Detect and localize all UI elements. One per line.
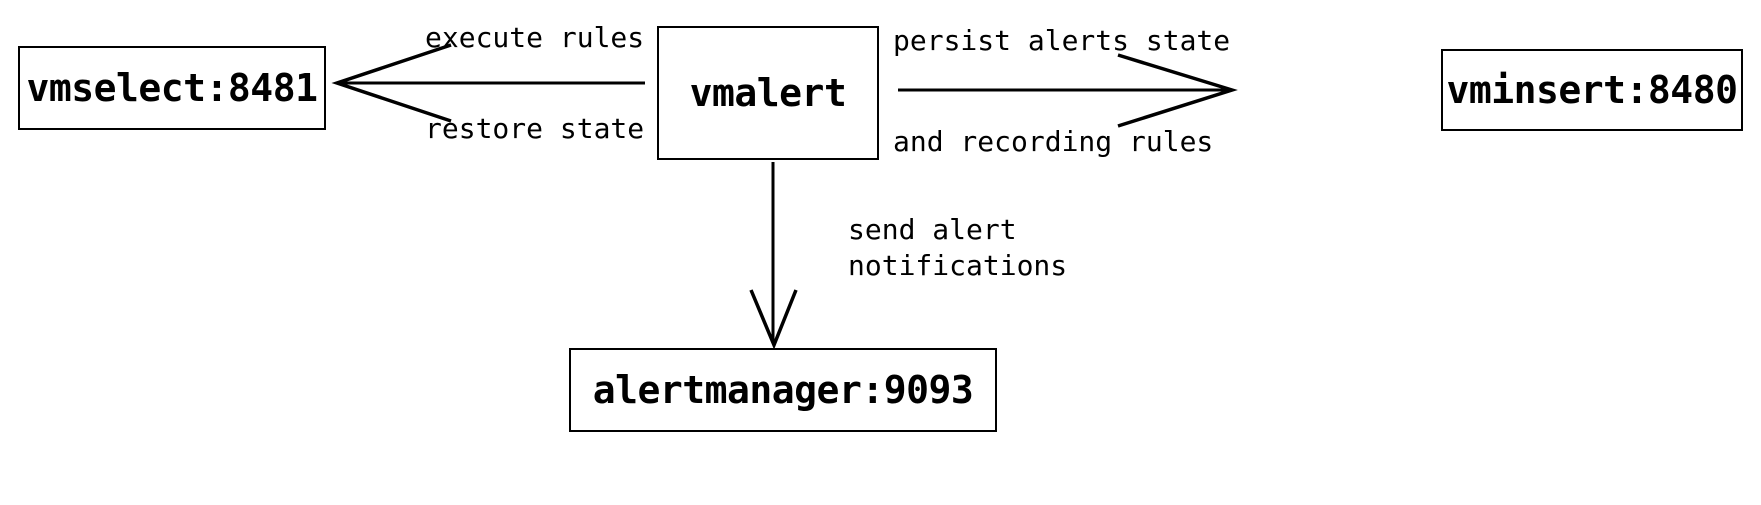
edge-label-and-recording-rules: and recording rules [893, 125, 1214, 158]
node-vmalert-label: vmalert [689, 71, 847, 115]
node-alertmanager[interactable]: alertmanager:9093 [569, 348, 997, 432]
edge-vmalert-to-alertmanager [749, 162, 798, 350]
node-vmselect[interactable]: vmselect:8481 [18, 46, 326, 130]
edge-label-execute-rules: execute rules [425, 21, 645, 54]
edge-label-send-alert-notifications: send alert notifications [848, 212, 1067, 284]
node-vmselect-label: vmselect:8481 [26, 66, 318, 110]
node-vmalert[interactable]: vmalert [657, 26, 879, 160]
node-alertmanager-label: alertmanager:9093 [592, 368, 974, 412]
node-vminsert[interactable]: vminsert:8480 [1441, 49, 1743, 131]
edge-vmalert-to-vminsert [898, 53, 1238, 128]
node-vminsert-label: vminsert:8480 [1446, 68, 1738, 112]
edge-label-restore-state: restore state [425, 112, 645, 145]
edge-label-send-alert-line2: notifications [848, 248, 1068, 282]
edge-label-persist-alerts-state: persist alerts state [893, 24, 1231, 57]
edge-label-send-alert-line1: send alert [848, 213, 1017, 246]
edge-vmalert-to-vmselect [331, 43, 645, 123]
